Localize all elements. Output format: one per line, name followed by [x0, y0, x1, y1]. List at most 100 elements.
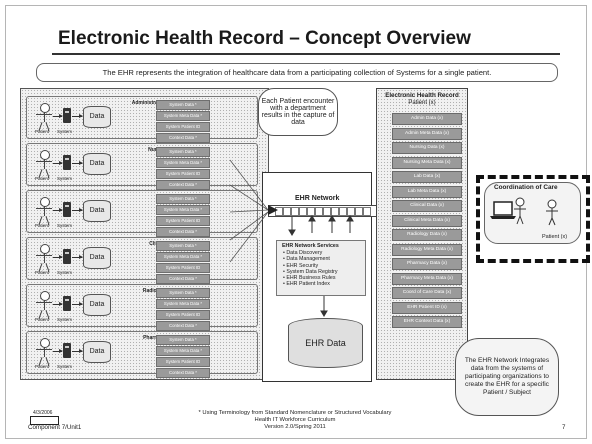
bus-segment — [331, 207, 339, 216]
department-name: Radiology — [142, 288, 167, 294]
system-label: System — [57, 270, 73, 275]
footer-note: * Using Terminology from Standard Nomenc… — [198, 410, 392, 416]
department-fields: System Data *System Meta Data *System Pa… — [156, 241, 210, 285]
department-field: System Meta Data * — [156, 158, 210, 168]
system-label: System — [57, 129, 73, 134]
system-label: System — [57, 364, 73, 369]
bus-segment — [323, 207, 331, 216]
department-fields: System Data *System Meta Data *System Pa… — [156, 147, 210, 191]
department-field: System Data * — [156, 288, 210, 298]
arrow-icon — [53, 161, 63, 165]
patient-label: Patient — [35, 364, 50, 369]
bus-segment — [355, 207, 363, 216]
network-callout: The EHR Network Integrates data from the… — [455, 338, 559, 416]
record-field: Pharmacy Data (x) — [392, 258, 462, 270]
record-field: Admin Data (x) — [392, 113, 462, 125]
system-label: System — [57, 176, 73, 181]
arrow-icon — [53, 302, 63, 306]
record-field: Nursing Meta Data (x) — [392, 156, 462, 169]
department-field: System Meta Data * — [156, 111, 210, 121]
department-field: System Patient ID — [156, 122, 210, 132]
arrow-icon — [72, 255, 83, 259]
department-row: PharmacyDataPatientSystemSystem Data *Sy… — [26, 331, 258, 378]
system-computer-icon — [63, 155, 71, 170]
system-computer-icon — [63, 108, 71, 123]
network-callout-text: The EHR Network Integrates data from the… — [464, 357, 550, 396]
department-field: System Patient ID — [156, 310, 210, 320]
patient-label: Patient — [35, 317, 50, 322]
department-field: System Patient ID — [156, 169, 210, 179]
record-field: Radiology Meta Data (x) — [392, 243, 462, 256]
network-bus — [268, 205, 378, 217]
footer-center: * Using Terminology from Standard Nomenc… — [170, 410, 420, 431]
department-field: Context Data * — [156, 133, 210, 143]
ehr-network-title: EHR Network — [295, 195, 340, 202]
service-item: • EHR Patient Index — [283, 281, 330, 288]
record-field: Pharmacy Meta Data (x) — [392, 272, 462, 285]
patient-label: Patient — [35, 176, 50, 181]
footer-box — [30, 416, 59, 425]
department-name: Pharmacy — [143, 335, 167, 341]
patient-label: Patient — [35, 270, 50, 275]
department-fields: System Data *System Meta Data *System Pa… — [156, 335, 210, 379]
data-database-icon: Data — [83, 200, 111, 222]
bus-segment — [291, 207, 299, 216]
department-field: System Data * — [156, 100, 210, 110]
department-field: Context Data * — [156, 274, 210, 284]
ehr-data-database-icon: EHR Data — [288, 318, 363, 368]
department-field: System Meta Data * — [156, 205, 210, 215]
department-fields: System Data *System Meta Data *System Pa… — [156, 288, 210, 332]
connector-lines — [229, 159, 278, 263]
data-database-icon: Data — [83, 106, 111, 128]
department-field: System Meta Data * — [156, 346, 210, 356]
service-item: • Data Management — [283, 256, 330, 263]
bus-segment — [339, 207, 347, 216]
record-field: Nursing Data (x) — [392, 142, 462, 154]
footer-version: Version 2.0/Spring 2011 — [264, 424, 326, 430]
system-label: System — [57, 317, 73, 322]
bus-segment — [299, 207, 307, 216]
bus-segment — [275, 207, 283, 216]
footer-component: Component 7/Unit1 — [28, 424, 82, 431]
record-field: Lab Data (x) — [392, 171, 462, 183]
network-services-box: EHR Network Services • Data Discovery • … — [276, 240, 366, 296]
system-label: System — [57, 223, 73, 228]
data-database-icon: Data — [83, 294, 111, 316]
record-field: Lab Meta Data (x) — [392, 185, 462, 198]
department-field: Context Data * — [156, 180, 210, 190]
ehr-record-title: Electronic Health Record — [385, 92, 459, 99]
patient-label: Patient — [35, 129, 50, 134]
department-field: System Patient ID — [156, 263, 210, 273]
department-row: LabDataPatientSystemSystem Data *System … — [26, 190, 258, 237]
department-name: Administration — [131, 100, 167, 106]
service-item: • EHR Security — [283, 262, 319, 269]
bus-segment — [307, 207, 315, 216]
title-rule — [52, 53, 560, 55]
ehr-record-subtitle: Patient (x) — [408, 100, 436, 106]
service-item: • Data Discovery — [283, 250, 323, 256]
bus-segment — [363, 207, 371, 216]
system-computer-icon — [63, 296, 71, 311]
arrow-icon — [53, 255, 63, 259]
encounter-callout: Each Patient encounter with a department… — [258, 88, 338, 136]
bus-segment — [347, 207, 355, 216]
department-field: Context Data * — [156, 321, 210, 331]
bus-segment — [283, 207, 291, 216]
arrow-icon — [72, 302, 83, 306]
arrow-icon — [72, 161, 83, 165]
department-field: System Data * — [156, 194, 210, 204]
department-row: ClinicalDataPatientSystemSystem Data *Sy… — [26, 237, 258, 284]
system-computer-icon — [63, 202, 71, 217]
arrow-icon — [72, 208, 83, 212]
encounter-callout-text: Each Patient encounter with a department… — [261, 98, 335, 126]
arrow-icon — [53, 349, 63, 353]
laptop-and-patient-icon — [490, 197, 558, 226]
footer-date: 4/3/2006 — [33, 410, 53, 416]
network-arrows — [288, 215, 354, 317]
arrow-icon — [72, 349, 83, 353]
department-row: NursingDataPatientSystemSystem Data *Sys… — [26, 143, 258, 190]
department-fields: System Data *System Meta Data *System Pa… — [156, 194, 210, 238]
coordination-patient-label: Patient (x) — [542, 234, 568, 240]
department-field: System Meta Data * — [156, 252, 210, 262]
record-field: Coord of Care Data (x) — [392, 287, 462, 299]
